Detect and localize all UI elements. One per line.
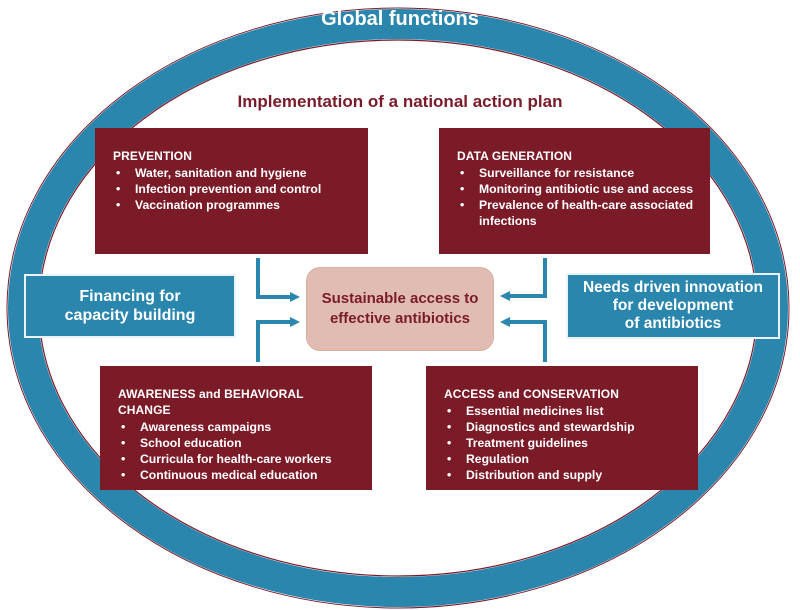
list-item: Treatment guidelines (444, 435, 684, 451)
list-item: Vaccination programmes (113, 197, 354, 213)
list-item: Diagnostics and stewardship (444, 419, 684, 435)
innovation-box: Needs driven innovation for development … (566, 273, 780, 339)
financing-box: Financing for capacity building (24, 274, 236, 338)
list-item: Continuous medical education (118, 467, 358, 483)
list-item: Regulation (444, 451, 684, 467)
arrow-from-awareness (254, 317, 300, 362)
innovation-line-1: Needs driven innovation (582, 279, 763, 296)
subtitle: Implementation of a national action plan (237, 92, 563, 111)
arrow-from-access (500, 317, 549, 362)
center-goal-box: Sustainable access to effective antibiot… (306, 267, 494, 351)
awareness-box: AWARENESS and BEHAVIORAL CHANGE Awarenes… (100, 366, 372, 490)
box-list: Surveillance for resistance Monitoring a… (457, 165, 696, 229)
box-heading: ACCESS and CONSERVATION (444, 387, 619, 401)
list-item: School education (118, 435, 358, 451)
list-item: Distribution and supply (444, 467, 684, 483)
data-generation-box: DATA GENERATION Surveillance for resista… (439, 128, 710, 254)
innovation-line-2: for development (612, 297, 734, 314)
box-list: Awareness campaigns School education Cur… (118, 419, 358, 483)
list-item: Awareness campaigns (118, 419, 358, 435)
center-line-1: Sustainable access to (321, 290, 479, 307)
box-heading: AWARENESS and BEHAVIORAL CHANGE (118, 387, 304, 417)
arrow-from-data (500, 258, 549, 301)
list-item: Surveillance for resistance (457, 165, 696, 181)
arrow-from-prevention (254, 258, 300, 302)
financing-line-1: Financing for (79, 288, 181, 305)
box-heading: DATA GENERATION (457, 149, 573, 163)
list-item: Infection prevention and control (113, 181, 354, 197)
center-line-2: effective antibiotics (329, 310, 471, 327)
list-item: Prevalence of health-care associated inf… (457, 197, 696, 229)
outer-ring-line (6, 7, 790, 609)
list-item: Curricula for health-care workers (118, 451, 358, 467)
page-title: Global functions (321, 8, 479, 30)
list-item: Monitoring antibiotic use and access (457, 181, 696, 197)
financing-line-2: capacity building (64, 307, 196, 324)
list-item: Water, sanitation and hygiene (113, 165, 354, 181)
box-list: Essential medicines list Diagnostics and… (444, 403, 684, 483)
list-item: Essential medicines list (444, 403, 684, 419)
innovation-line-3: of antibiotics (624, 315, 722, 332)
prevention-box: PREVENTION Water, sanitation and hygiene… (95, 128, 368, 254)
box-heading: PREVENTION (113, 149, 193, 163)
access-box: ACCESS and CONSERVATION Essential medici… (426, 366, 698, 490)
box-list: Water, sanitation and hygiene Infection … (113, 165, 354, 213)
